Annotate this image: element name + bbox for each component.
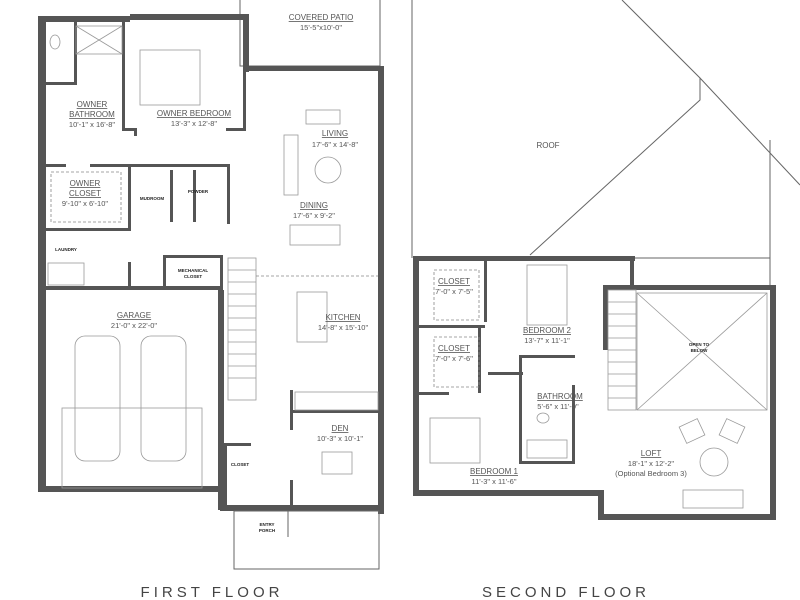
car — [140, 335, 187, 462]
owner-closet-dim: 9'-10" x 6'-10" — [62, 199, 108, 208]
den-label: DEN — [332, 424, 349, 433]
bathroom-label: BATHROOM — [537, 392, 583, 401]
owner-bathroom-label-2: BATHROOM — [69, 110, 115, 119]
entry-porch-label: ENTRY — [259, 522, 274, 527]
second-floor-title: SECOND FLOOR — [482, 584, 650, 600]
roof-label: ROOF — [536, 141, 559, 150]
kitchen-dim: 14'-8" x 15'-10" — [318, 323, 369, 332]
stairs — [228, 269, 256, 379]
powder-label: POWDER — [188, 189, 209, 194]
covered-patio-dim: 15'-5"x10'-0" — [300, 23, 342, 32]
dining-label: DINING — [300, 201, 328, 210]
owner-bathroom-label: OWNER — [77, 100, 108, 109]
closet-1-label: CLOSET — [438, 277, 470, 286]
garage-dim: 21'-0" x 22'-0" — [111, 321, 157, 330]
laundry-label: LAUNDRY — [55, 247, 77, 252]
open-to-below-area — [636, 292, 768, 411]
mechanical-closet-label-2: CLOSET — [184, 274, 203, 279]
owner-closet-label-2: CLOSET — [69, 189, 101, 198]
first-floor-plan — [38, 0, 384, 570]
loft-label: LOFT — [641, 449, 662, 458]
mechanical-closet-label: MECHANICAL — [178, 268, 208, 273]
first-floor-title: FIRST FLOOR — [141, 584, 284, 600]
dining-dim: 17'-6" x 9'-2" — [293, 211, 335, 220]
second-floor-plan — [411, 0, 800, 520]
open-to-below-label-2: BELOW — [691, 348, 709, 353]
car — [74, 335, 121, 462]
closet-1-dim: 7'-0" x 7'-5" — [435, 287, 473, 296]
den-dim: 10'-3" x 10'-1" — [317, 434, 363, 443]
covered-patio-label: COVERED PATIO — [289, 13, 354, 22]
stairs — [608, 301, 636, 399]
closet-label: CLOSET — [231, 462, 250, 467]
closet-2-dim: 7'-0" x 7'-6" — [435, 354, 473, 363]
bedroom-1-label: BEDROOM 1 — [470, 467, 519, 476]
closet-2-label: CLOSET — [438, 344, 470, 353]
mudroom-label: MUDROOM — [140, 196, 164, 201]
entry-porch-label-2: PORCH — [259, 528, 275, 533]
owner-closet-label: OWNER — [70, 179, 101, 188]
loft-note: (Optional Bedroom 3) — [615, 469, 687, 478]
wall — [38, 16, 46, 492]
living-dim: 17'-6" x 14'-8" — [312, 140, 358, 149]
bedroom-1-dim: 11'-3" x 11'-6" — [471, 477, 516, 486]
living-label: LIVING — [322, 129, 348, 138]
owner-bedroom-label: OWNER BEDROOM — [157, 109, 232, 118]
covered-patio-outline — [239, 0, 381, 67]
owner-bathroom-dim: 10'-1" x 16'-8" — [69, 120, 115, 129]
entry-porch-outline — [233, 510, 380, 570]
bedroom-2-dim: 13'-7" x 11'-1" — [524, 336, 570, 345]
bathroom-dim: 5'-6" x 11'-9" — [537, 402, 579, 411]
roof-outline — [411, 0, 800, 288]
bedroom-2-label: BEDROOM 2 — [523, 326, 572, 335]
kitchen-label: KITCHEN — [325, 313, 360, 322]
garage-label: GARAGE — [117, 311, 151, 320]
loft-dim: 18'-1" x 12'-2" — [628, 459, 674, 468]
owner-bedroom-dim: 13'-3" x 12'-8" — [171, 119, 217, 128]
open-to-below-label: OPEN TO — [689, 342, 710, 347]
